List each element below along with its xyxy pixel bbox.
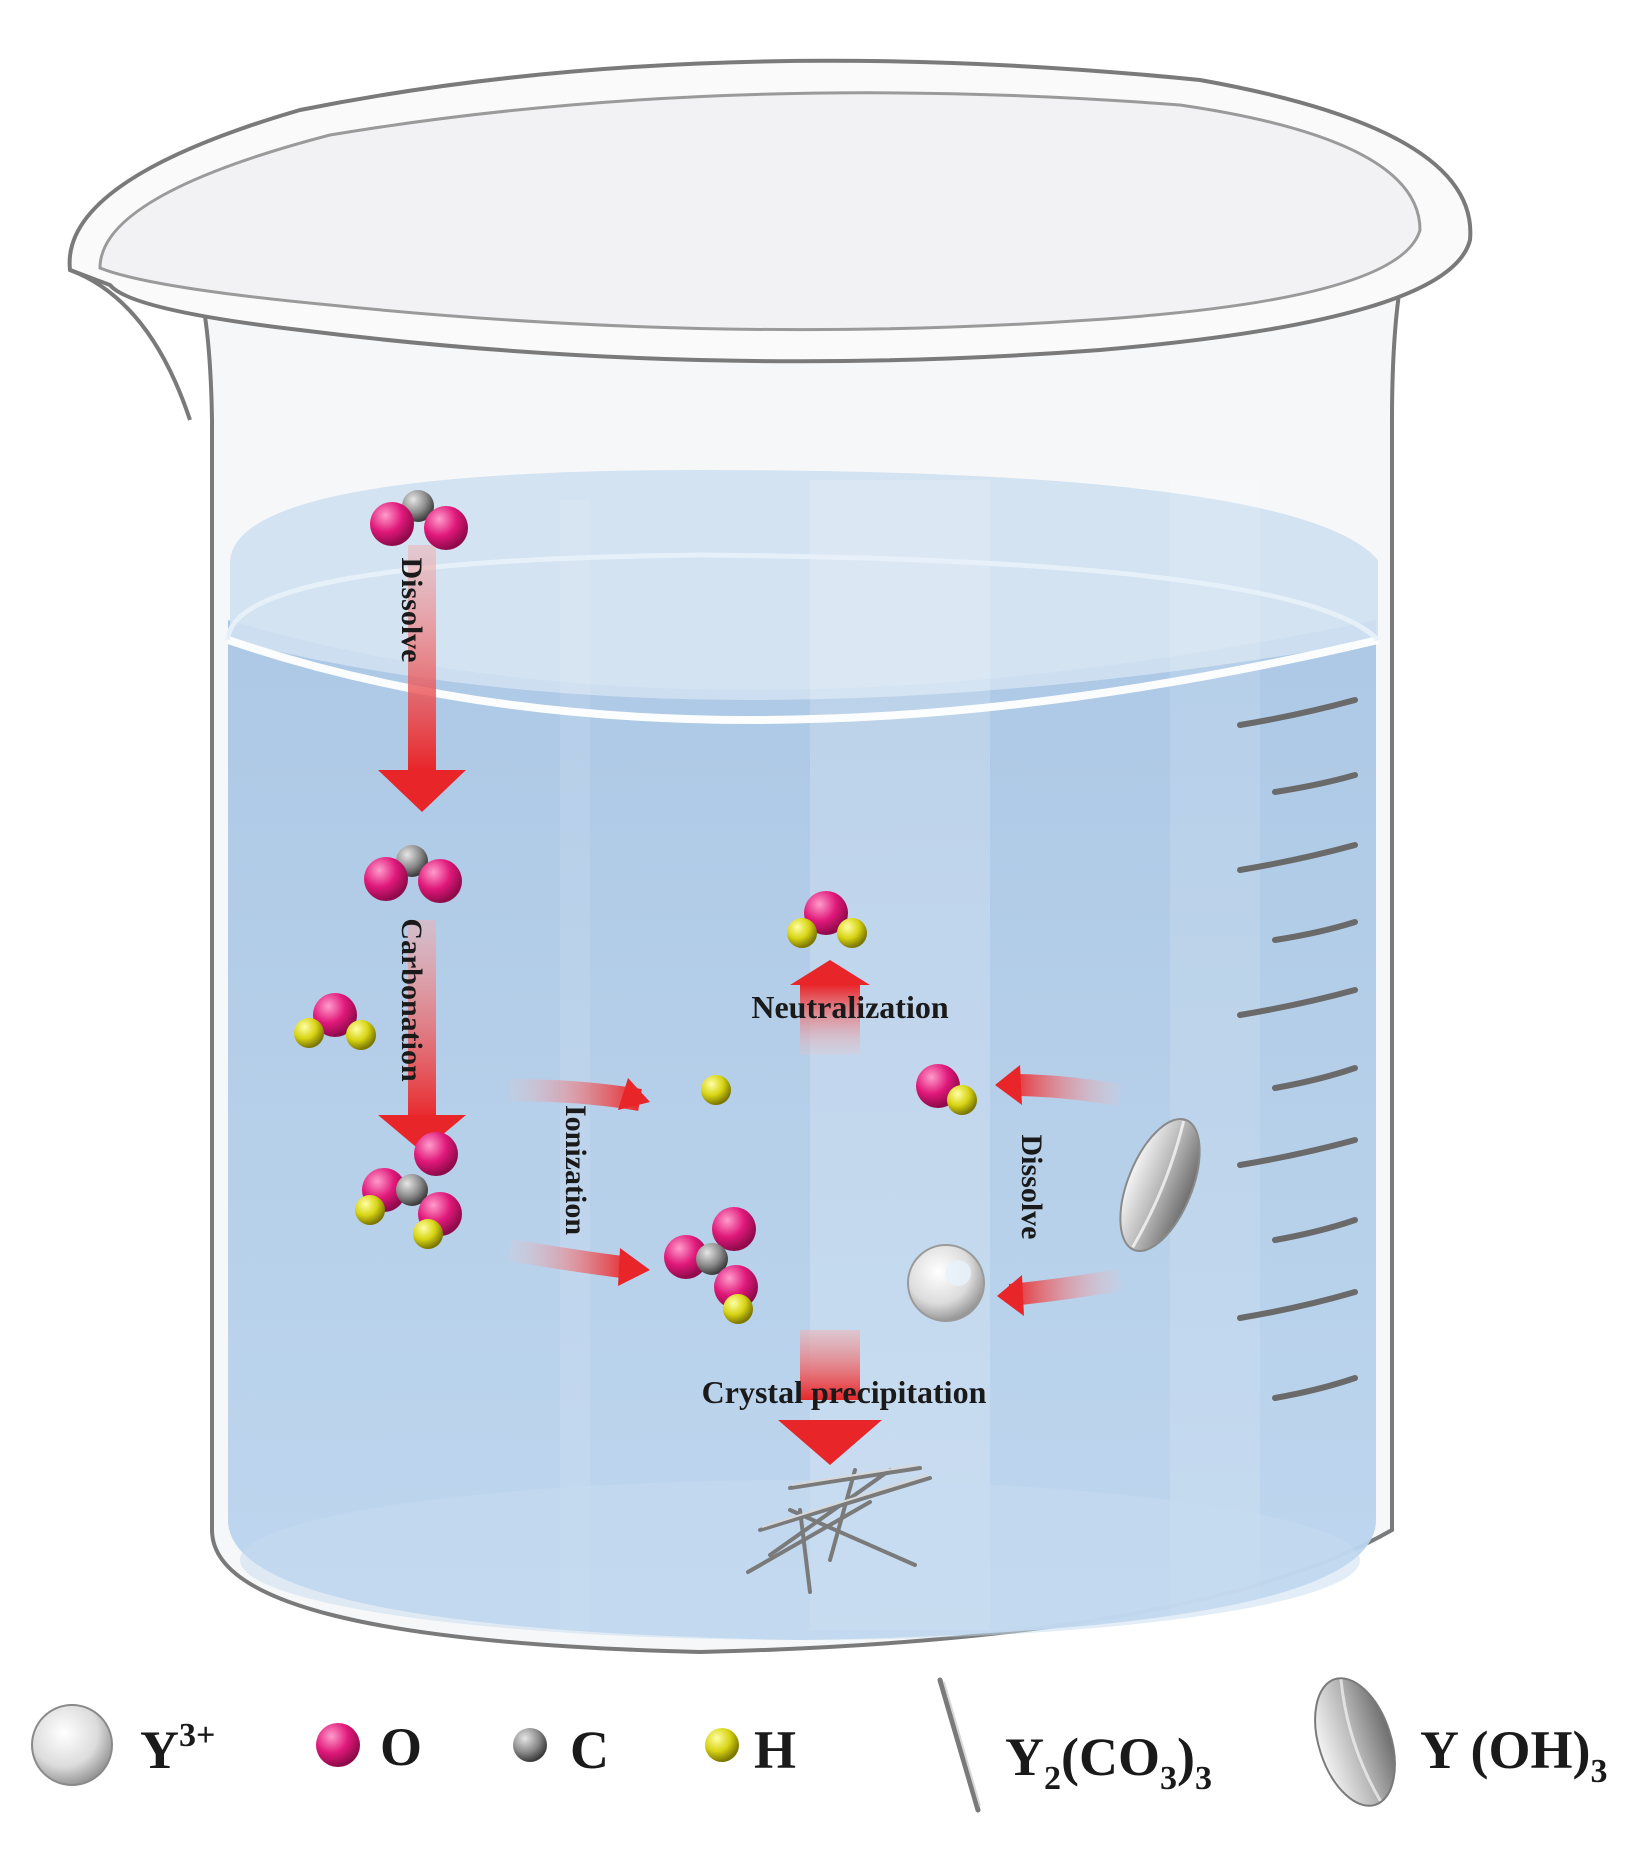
hydrogen-ion bbox=[701, 1075, 731, 1105]
arrow-crystal-precipitation bbox=[778, 1330, 882, 1465]
label-neutralization: Neutralization bbox=[751, 989, 949, 1025]
arrow-ionization-top bbox=[509, 1078, 650, 1111]
legend-oxygen-icon bbox=[316, 1723, 360, 1767]
label-ionization: Ionization bbox=[559, 1105, 592, 1235]
arrow-dissolve-right-bottom bbox=[997, 1269, 1122, 1316]
legend-yttrium-hydroxide-icon bbox=[1314, 1677, 1396, 1807]
label-crystal-precipitation: Crystal precipitation bbox=[702, 1374, 987, 1410]
legend-carbon-label: C bbox=[570, 1720, 609, 1780]
yttrium-carbonate-crystals bbox=[746, 1466, 932, 1594]
label-dissolve-right: Dissolve bbox=[1015, 1135, 1048, 1240]
legend-yttrium-icon bbox=[31, 1704, 113, 1786]
legend-hydrogen-icon bbox=[705, 1728, 739, 1762]
label-carbonation: Carbonation bbox=[395, 918, 428, 1082]
graduation-marks bbox=[1237, 697, 1358, 1401]
arrow-dissolve-right-top bbox=[995, 1065, 1122, 1106]
arrow-dissolve-left bbox=[378, 545, 466, 812]
yttrium-ion bbox=[907, 1244, 985, 1322]
arrow-neutralization bbox=[790, 960, 870, 1055]
label-dissolve-left: Dissolve bbox=[395, 558, 428, 663]
legend-oxygen-label: O bbox=[380, 1717, 422, 1777]
legend: Y3+ O C H Y2(CO3)3 Y (OH)3 bbox=[31, 1677, 1607, 1813]
arrow-ionization-bottom bbox=[508, 1239, 650, 1286]
legend-yttrium-carbonate-label: Y2(CO3)3 bbox=[1005, 1727, 1212, 1797]
legend-hydrogen-label: H bbox=[754, 1720, 796, 1780]
legend-yttrium-hydroxide-label: Y (OH)3 bbox=[1420, 1720, 1607, 1790]
yttrium-hydroxide-particle bbox=[1119, 1117, 1201, 1253]
beaker bbox=[67, 58, 1473, 1655]
legend-carbon-icon bbox=[513, 1728, 547, 1762]
legend-yttrium-carbonate-icon bbox=[937, 1677, 981, 1813]
legend-yttrium-label: Y3+ bbox=[140, 1717, 215, 1780]
arrow-carbonation bbox=[378, 920, 466, 1152]
